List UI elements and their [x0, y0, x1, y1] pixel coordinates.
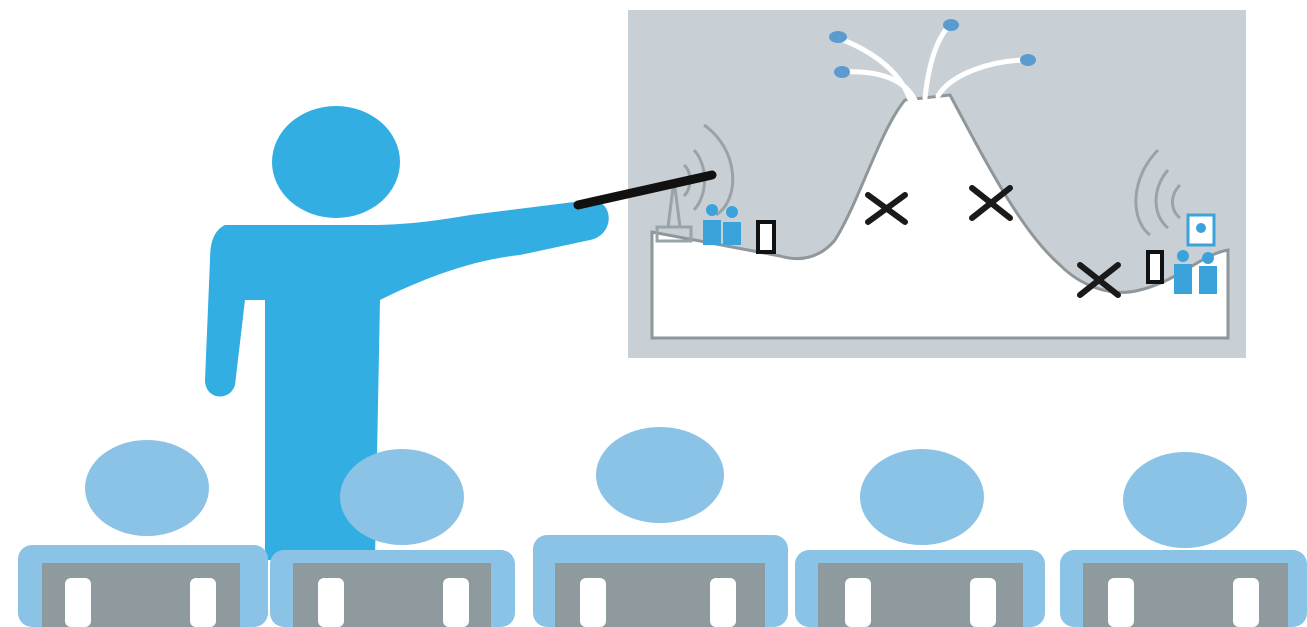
presenter-head [272, 106, 400, 218]
right-mobile-phone-icon [1148, 252, 1162, 282]
audience [18, 427, 1307, 627]
audience-member-icon [1060, 452, 1307, 627]
left-mobile-phone-icon [758, 222, 774, 252]
audience-member-icon [533, 427, 788, 627]
presentation-board [628, 10, 1246, 358]
audience-member-icon [795, 449, 1045, 627]
audience-member-icon [18, 440, 268, 627]
